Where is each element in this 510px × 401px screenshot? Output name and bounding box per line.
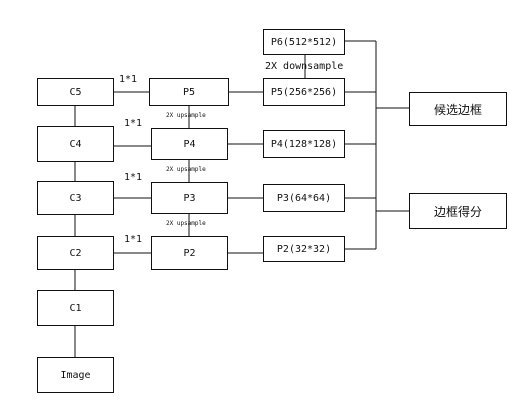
upsample-label-p4-p3: 2X upsample — [166, 166, 206, 173]
lateral-label-c3: 1*1 — [124, 172, 143, 183]
upsample-label-p3-p2: 2X upsample — [166, 220, 206, 227]
p4-node: P4 — [151, 128, 228, 160]
c5-node: C5 — [37, 78, 114, 106]
proposal-box-head: 候选边框 — [409, 92, 507, 126]
image-node: Image — [37, 357, 114, 393]
c4-node: C4 — [37, 126, 114, 162]
lateral-label-c2: 1*1 — [124, 234, 143, 245]
p5-output: P5(256*256) — [263, 78, 345, 106]
p2-node: P2 — [151, 236, 228, 270]
p5-node: P5 — [149, 78, 229, 106]
p6-output: P6(512*512) — [263, 29, 345, 55]
p2-output: P2(32*32) — [263, 236, 345, 262]
c1-node: C1 — [37, 290, 114, 326]
box-score-head: 边框得分 — [409, 193, 507, 229]
upsample-label-p5-p4: 2X upsample — [166, 112, 206, 119]
c2-node: C2 — [37, 236, 114, 270]
lateral-label-c4: 1*1 — [124, 118, 143, 129]
downsample-label: 2X downsample — [265, 61, 344, 72]
p3-output: P3(64*64) — [263, 184, 345, 212]
p4-output: P4(128*128) — [263, 130, 345, 158]
p3-node: P3 — [151, 182, 228, 214]
c3-node: C3 — [37, 181, 114, 215]
lateral-label-c5: 1*1 — [119, 74, 138, 85]
